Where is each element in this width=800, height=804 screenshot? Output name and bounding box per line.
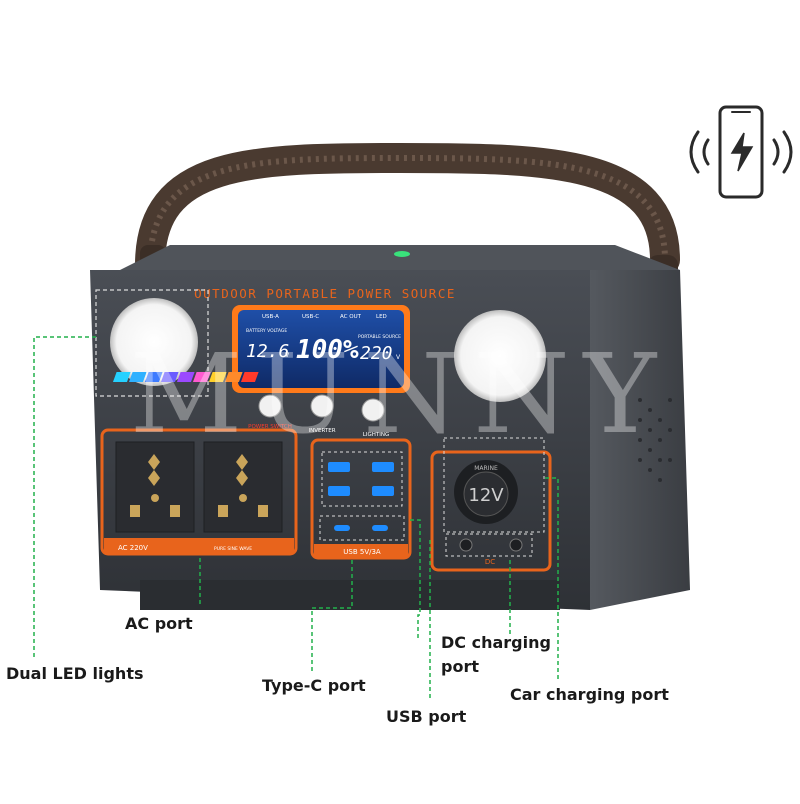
battery-level-bar: [112, 372, 259, 382]
top-lid: [120, 245, 680, 270]
wireless-charging-phone-icon: [689, 105, 793, 199]
lcd-battery-voltage: 12.6: [246, 341, 289, 362]
lcd-legend-acout: AC OUT: [340, 314, 362, 320]
callout-car-charging: Car charging port: [510, 685, 669, 704]
lcd-portable-source-label: PORTABLE SOURCE: [358, 334, 401, 340]
lcd-output-unit: V: [396, 354, 401, 361]
lcd-output-voltage: 220: [360, 343, 393, 364]
callout-usb: USB port: [386, 707, 467, 726]
car-socket-brand: MARINE: [474, 465, 498, 472]
inverter-label: INVERTER: [308, 428, 335, 434]
lcd-screen: [238, 310, 404, 388]
ac-label: AC 220V: [118, 544, 148, 552]
dc-port-1[interactable]: [459, 538, 473, 552]
lcd-battery-voltage-label: BATTERY VOLTAGE: [246, 328, 287, 334]
power-switch-label: POWER SWITCH: [248, 424, 292, 430]
dc-label: DC: [485, 558, 495, 566]
callout-lines: [33, 336, 559, 700]
usb-label: USB 5V/3A: [343, 548, 381, 556]
inverter-button[interactable]: [310, 394, 334, 418]
callout-ac-port: AC port: [125, 614, 193, 633]
usb-a-port-4[interactable]: [372, 486, 394, 496]
type-c-port-2[interactable]: [372, 525, 388, 531]
car-socket-voltage: 12V: [468, 485, 504, 506]
dc-port-2[interactable]: [509, 538, 523, 552]
lcd-voltage-unit: V: [285, 352, 290, 359]
ac-outlet-left[interactable]: [115, 441, 195, 533]
usb-a-port-3[interactable]: [328, 486, 350, 496]
power-switch-button[interactable]: [258, 394, 282, 418]
led-light-right: [454, 310, 546, 402]
led-light-left: [110, 298, 198, 386]
type-c-port-1[interactable]: [334, 525, 350, 531]
lcd-legend-usba: USB-A: [262, 314, 279, 320]
lighting-button[interactable]: [361, 398, 385, 422]
lighting-label: LIGHTING: [363, 432, 389, 438]
panel-title: OUTDOOR PORTABLE POWER SOURCE: [194, 286, 456, 301]
lcd-legend-led: LED: [376, 314, 387, 320]
vent-grille: [638, 398, 672, 482]
dc-panel: [430, 450, 552, 572]
usb-a-port-1[interactable]: [328, 462, 350, 472]
ac-outlet-right[interactable]: [203, 441, 283, 533]
callout-type-c: Type-C port: [262, 676, 366, 695]
pure-sine-label: PURE SINE WAVE: [214, 546, 252, 552]
lcd-percent: 100%: [296, 335, 359, 365]
lcd-legend-usbc: USB-C: [302, 314, 319, 320]
callout-dual-led: Dual LED lights: [6, 664, 144, 683]
usb-a-port-2[interactable]: [372, 462, 394, 472]
callout-dc-charging: DC charging port: [441, 633, 551, 676]
